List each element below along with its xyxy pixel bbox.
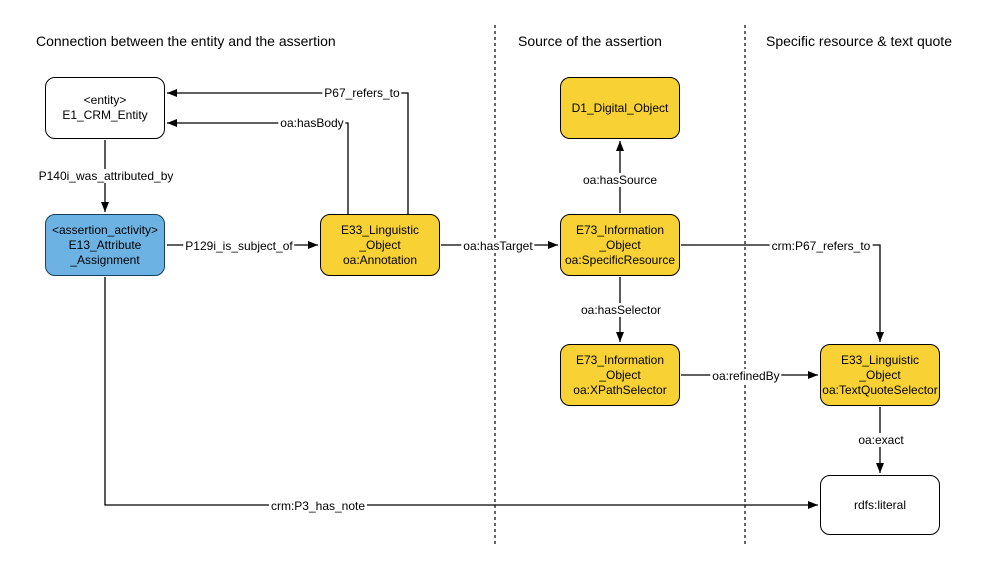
node-label-line: _Object <box>599 237 641 252</box>
node-label-line: _Assignment <box>70 252 140 267</box>
edge-label-oa-has-selector: oa:hasSelector <box>578 303 664 317</box>
node-e1-crm-entity: <entity> E1_CRM_Entity <box>45 77 165 139</box>
node-label-line: E13_Attribute <box>68 237 142 252</box>
edge-label-oa-has-source: oa:hasSource <box>580 173 660 187</box>
node-d1-digital-object: D1_Digital_Object <box>560 77 680 139</box>
edge-label-p140i-was-attributed-by: P140i_was_attributed_by <box>36 169 176 183</box>
node-e13-attribute-assignment: <assertion_activity> E13_Attribute _Assi… <box>45 214 165 276</box>
node-label-line: E33_Linguistic <box>340 222 420 237</box>
section-title-connection: Connection between the entity and the as… <box>36 33 336 49</box>
edge-label-crm-p67-refers-to: crm:P67_refers_to <box>769 239 873 253</box>
edge-oa-has-body <box>167 119 349 214</box>
node-rdfs-literal: rdfs:literal <box>820 475 940 535</box>
section-title-specific-resource: Specific resource & text quote <box>766 33 952 49</box>
node-label-line: _Object <box>859 367 901 382</box>
node-label-line: _Object <box>359 237 401 252</box>
node-e73-xpath-selector: E73_Information _Object oa:XPathSelector <box>560 344 680 406</box>
node-e33-annotation: E33_Linguistic _Object oa:Annotation <box>320 214 440 276</box>
node-e73-specific-resource: E73_Information _Object oa:SpecificResou… <box>560 214 680 276</box>
node-label-line: oa:SpecificResource <box>564 252 676 267</box>
node-label-line: E1_CRM_Entity <box>62 108 148 122</box>
node-label-line: D1_Digital_Object <box>571 100 669 115</box>
node-label-line: E73_Information <box>575 352 665 367</box>
node-label-line: E33_Linguistic <box>840 352 920 367</box>
node-label-line: E73_Information <box>575 222 665 237</box>
node-label-line: _Object <box>599 367 641 382</box>
edge-label-crm-p3-has-note: crm:P3_has_note <box>268 499 368 513</box>
node-label-line: oa:Annotation <box>342 252 418 267</box>
edge-label-oa-refined-by: oa:refinedBy <box>710 369 782 383</box>
edge-label-oa-has-body: oa:hasBody <box>278 116 346 130</box>
node-label-line: rdfs:literal <box>853 497 906 512</box>
edge-label-oa-exact: oa:exact <box>856 433 906 447</box>
edge-label-p129i-is-subject-of: P129i_is_subject_of <box>183 239 295 253</box>
edge-label-p67-refers-to: P67_refers_to <box>322 86 402 100</box>
node-label-line: <assertion_activity> <box>51 222 159 237</box>
node-label-line: <entity> <box>83 93 127 107</box>
edge-crm-p67-refers-to <box>681 244 884 342</box>
edge-p67-refers-to <box>167 89 409 214</box>
node-e33-textquote-selector: E33_Linguistic _Object oa:TextQuoteSelec… <box>820 344 940 406</box>
node-label-line: oa:XPathSelector <box>573 382 667 397</box>
edge-label-oa-has-target: oa:hasTarget <box>461 239 535 253</box>
section-title-source: Source of the assertion <box>518 33 662 49</box>
edge-crm-p3-has-note <box>104 277 818 509</box>
node-label-line: oa:TextQuoteSelector <box>822 382 938 397</box>
